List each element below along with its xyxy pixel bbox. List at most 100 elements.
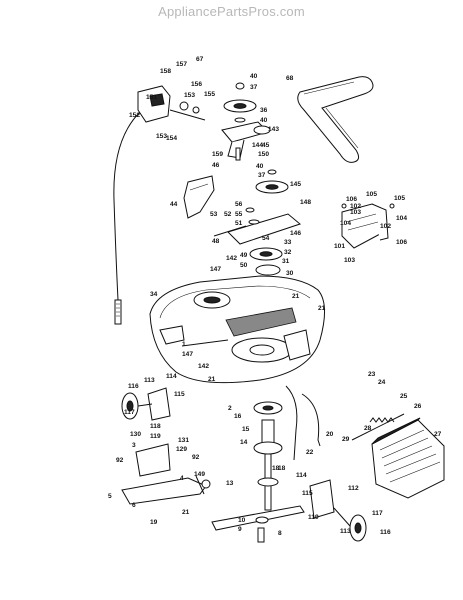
callout-label: 142 (226, 255, 237, 262)
blade-pulley-assembly (213, 207, 302, 301)
callout-label: 130 (130, 431, 141, 438)
mower-deck (149, 275, 325, 384)
callout-label: 8 (278, 530, 282, 537)
callout-label: 103 (350, 209, 361, 216)
callout-label: 147 (182, 351, 193, 358)
callout-label: 25 (400, 393, 408, 400)
callout-label: 129 (176, 446, 187, 453)
callout-label: 145 (290, 181, 301, 188)
callout-label: 119 (150, 433, 161, 440)
callout-label: 157 (176, 61, 187, 68)
callout-label: 37 (258, 172, 266, 179)
callout-label: 46 (212, 162, 220, 169)
callout-label: 14 (240, 439, 248, 446)
lift-arm-left (121, 443, 211, 505)
callout-label: 153 (156, 133, 167, 140)
callout-label: 23 (368, 371, 376, 378)
callout-label: 3 (132, 442, 136, 449)
callout-label: 19 (150, 519, 158, 526)
callout-label: 15 (242, 426, 250, 433)
callout-label: 4 (180, 475, 184, 482)
callout-label: 16 (234, 413, 242, 420)
watermark: AppliancePartsPros.com (158, 4, 305, 19)
callout-label: 102 (350, 203, 361, 210)
callout-label: 5 (108, 493, 112, 500)
control-cable (113, 111, 141, 325)
callout-label: 49 (240, 252, 248, 259)
callout-label: 151 (146, 94, 157, 101)
callout-label: 143 (268, 126, 279, 133)
callout-label: 116 (128, 383, 139, 390)
callout-label: 21 (292, 293, 300, 300)
callout-label: 10 (238, 517, 246, 524)
callout-label: 21 (318, 305, 326, 312)
callout-label: 21 (208, 376, 216, 383)
callout-label: 55 (235, 211, 243, 218)
callout-label: 113 (144, 377, 155, 384)
callout-label: 113 (340, 528, 351, 535)
callout-label: 118 (150, 423, 161, 430)
callout-label: 92 (116, 457, 124, 464)
chute-deflector-inset (341, 203, 395, 249)
callout-label: 36 (260, 107, 268, 114)
callout-label: 40 (250, 73, 258, 80)
callout-label: 144 (252, 142, 263, 149)
callout-label: 115 (302, 490, 313, 497)
gauge-wheel-left (121, 387, 171, 421)
callout-label: 2 (228, 405, 232, 412)
callout-label: 9 (238, 526, 242, 533)
callout-label: 13 (226, 480, 234, 487)
callout-label: 32 (284, 249, 292, 256)
callout-label: 150 (258, 151, 269, 158)
callout-label: 1 (182, 341, 186, 348)
callout-label: 154 (166, 135, 177, 142)
callout-label: 18 (278, 465, 286, 472)
belt-guard (183, 175, 215, 219)
callout-label: 67 (196, 56, 204, 63)
callout-label: 156 (191, 81, 202, 88)
callout-label: 102 (380, 223, 391, 230)
callout-label: 31 (282, 258, 290, 265)
blade-spindle (253, 401, 283, 511)
callout-label: 51 (235, 220, 243, 227)
callout-label: 104 (396, 215, 407, 222)
callout-label: 40 (256, 163, 264, 170)
gauge-wheel-right (309, 479, 367, 542)
callout-label: 147 (210, 266, 221, 273)
callout-label: 37 (250, 84, 258, 91)
callout-label: 152 (129, 112, 140, 119)
callout-label: 68 (286, 75, 294, 82)
callout-label: 105 (366, 191, 377, 198)
callout-label: 158 (160, 68, 171, 75)
callout-label: 106 (346, 196, 357, 203)
callout-label: 116 (380, 529, 391, 536)
callout-label: 29 (342, 436, 350, 443)
callout-label: 142 (198, 363, 209, 370)
callout-label: 159 (212, 151, 223, 158)
callout-label: 105 (394, 195, 405, 202)
callout-label: 18 (272, 465, 280, 472)
engine-control-bracket (137, 85, 206, 123)
callout-label: 40 (260, 117, 268, 124)
callout-label: 50 (240, 262, 248, 269)
callout-label: 34 (150, 291, 158, 298)
callout-label: 117 (124, 409, 135, 416)
callout-label: 21 (182, 509, 190, 516)
front-link-rod (285, 385, 321, 461)
callout-label: 119 (308, 514, 319, 521)
callout-label: 24 (378, 379, 386, 386)
callout-label: 30 (286, 270, 294, 277)
callout-label: 117 (372, 510, 383, 517)
callout-label: 28 (364, 425, 372, 432)
callout-label: 54 (262, 235, 270, 242)
callout-label: 53 (210, 211, 218, 218)
idler-pulley-stack (221, 82, 271, 161)
callout-label: 26 (414, 403, 422, 410)
callout-label: 155 (204, 91, 215, 98)
callout-label: 6 (132, 502, 136, 509)
callout-label: 131 (178, 437, 189, 444)
callout-label: 149 (194, 471, 205, 478)
discharge-chute (371, 417, 445, 499)
